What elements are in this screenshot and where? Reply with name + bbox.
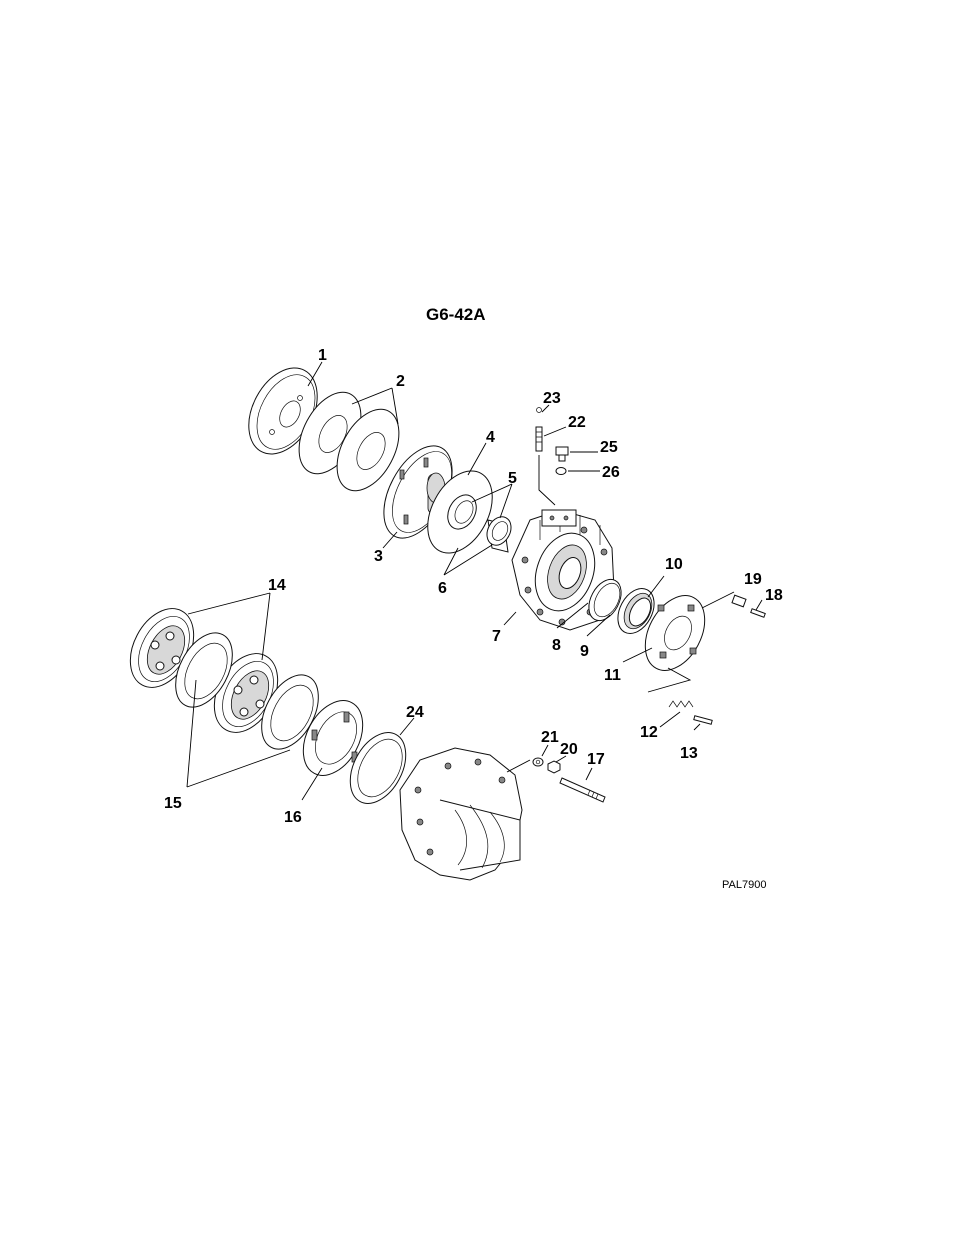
callout-17: 17 [587,751,605,768]
figure-title: G6-42A [426,305,486,324]
callout-1: 1 [318,347,327,364]
parts-22-23-25-26-fittings [536,408,568,475]
callout-21: 21 [541,729,559,746]
callout-25: 25 [600,439,618,456]
callout-20: 20 [560,741,578,758]
callout-19: 19 [744,571,762,588]
callout-13: 13 [680,745,698,762]
callout-9: 9 [580,643,589,660]
callout-5: 5 [508,470,517,487]
callout-6: 6 [438,580,447,597]
callout-4: 4 [486,429,495,446]
parts-18-19-pin [732,595,765,617]
callout-7: 7 [492,628,501,645]
callout-16: 16 [284,809,302,826]
callout-23: 23 [543,390,561,407]
callout-12: 12 [640,724,658,741]
callout-11: 11 [604,667,621,684]
callout-10: 10 [665,556,683,573]
parts-12-13-spring-bolt [669,701,712,724]
callout-3: 3 [374,548,383,565]
callout-24: 24 [406,704,424,721]
callout-15: 15 [164,795,182,812]
axle-housing [400,748,522,880]
callout-26: 26 [602,464,620,481]
drawing-code: PAL7900 [722,879,766,891]
callout-14: 14 [268,577,286,594]
callout-8: 8 [552,637,561,654]
callout-22: 22 [568,414,586,431]
callout-2: 2 [396,373,405,390]
callout-18: 18 [765,587,783,604]
